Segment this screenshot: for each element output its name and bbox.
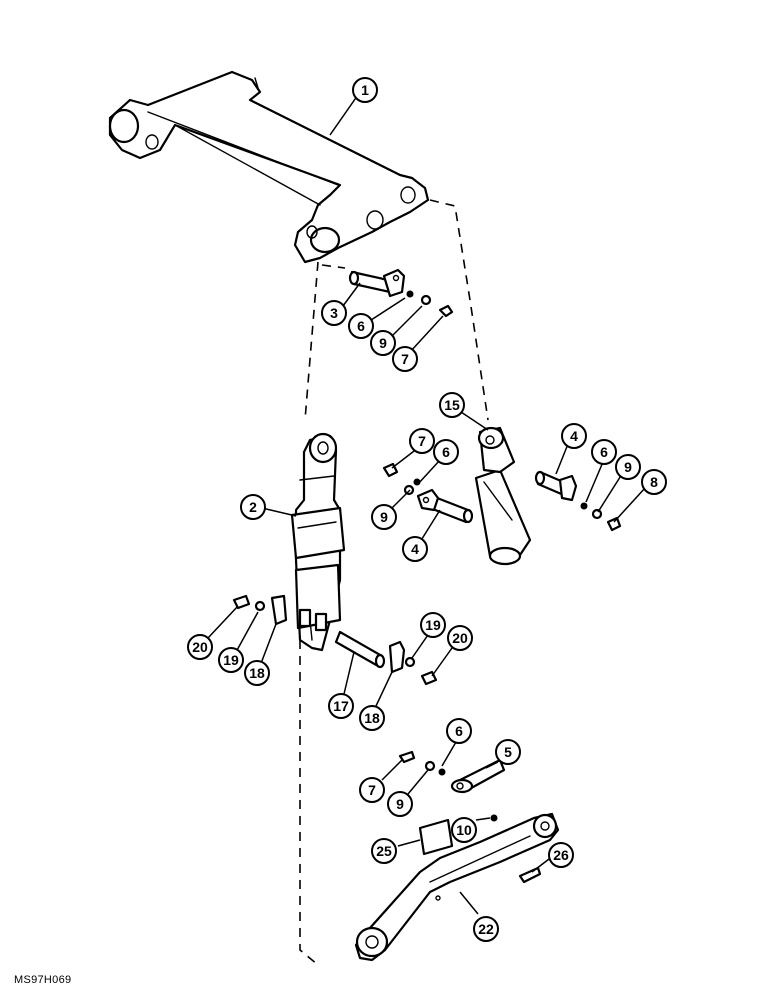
svg-text:6: 6 bbox=[455, 723, 463, 739]
svg-text:22: 22 bbox=[478, 921, 494, 937]
assembly-guide-lines bbox=[299, 199, 489, 966]
callout-10: 10 bbox=[451, 817, 477, 843]
svg-text:2: 2 bbox=[249, 499, 257, 515]
callout-4: 4 bbox=[561, 423, 587, 449]
svg-text:18: 18 bbox=[249, 665, 265, 681]
callout-4: 4 bbox=[402, 536, 428, 562]
callout-18: 18 bbox=[244, 660, 270, 686]
cylinder-pin-left bbox=[382, 462, 474, 524]
svg-text:6: 6 bbox=[442, 444, 450, 460]
svg-text:20: 20 bbox=[192, 639, 208, 655]
svg-text:9: 9 bbox=[396, 796, 404, 812]
svg-text:1: 1 bbox=[361, 82, 369, 98]
callout-7: 7 bbox=[409, 428, 435, 454]
callout-6: 6 bbox=[591, 439, 617, 465]
callout-17: 17 bbox=[328, 693, 354, 719]
callout-25: 25 bbox=[371, 838, 397, 864]
svg-text:6: 6 bbox=[357, 318, 365, 334]
lower-link-arm bbox=[354, 812, 560, 962]
svg-text:19: 19 bbox=[223, 652, 239, 668]
svg-text:25: 25 bbox=[376, 843, 392, 859]
svg-text:17: 17 bbox=[333, 698, 349, 714]
svg-text:9: 9 bbox=[624, 459, 632, 475]
callout-19: 19 bbox=[420, 612, 446, 638]
callout-6: 6 bbox=[433, 439, 459, 465]
callout-9: 9 bbox=[615, 454, 641, 480]
svg-text:4: 4 bbox=[411, 541, 419, 557]
svg-text:3: 3 bbox=[330, 305, 338, 321]
svg-text:7: 7 bbox=[401, 351, 409, 367]
svg-text:18: 18 bbox=[364, 710, 380, 726]
svg-text:7: 7 bbox=[368, 782, 376, 798]
svg-text:19: 19 bbox=[425, 617, 441, 633]
lift-shaft bbox=[108, 70, 430, 264]
svg-text:20: 20 bbox=[452, 630, 468, 646]
callout-8: 8 bbox=[641, 469, 667, 495]
callout-9: 9 bbox=[387, 791, 413, 817]
lower-link-hardware bbox=[398, 750, 542, 884]
hydraulic-cylinder bbox=[474, 426, 532, 566]
svg-text:6: 6 bbox=[600, 444, 608, 460]
figure-code: MS97H069 bbox=[14, 974, 72, 986]
callout-2: 2 bbox=[240, 494, 266, 520]
callout-6: 6 bbox=[446, 718, 472, 744]
callout-22: 22 bbox=[473, 916, 499, 942]
callout-7: 7 bbox=[359, 777, 385, 803]
lower-left-hardware bbox=[232, 594, 288, 626]
svg-text:15: 15 bbox=[444, 397, 460, 413]
svg-text:8: 8 bbox=[650, 474, 658, 490]
callout-20: 20 bbox=[187, 634, 213, 660]
callout-7: 7 bbox=[392, 346, 418, 372]
callout-26: 26 bbox=[548, 842, 574, 868]
lower-pin-hardware bbox=[334, 630, 438, 686]
callout-1: 1 bbox=[352, 77, 378, 103]
svg-text:9: 9 bbox=[380, 509, 388, 525]
svg-text:5: 5 bbox=[504, 744, 512, 760]
svg-text:26: 26 bbox=[553, 847, 569, 863]
cylinder-pin-right bbox=[534, 470, 622, 532]
callout-3: 3 bbox=[321, 300, 347, 326]
leader-lines bbox=[207, 91, 646, 915]
callout-6: 6 bbox=[348, 313, 374, 339]
callout-9: 9 bbox=[370, 330, 396, 356]
callout-15: 15 bbox=[439, 392, 465, 418]
svg-text:9: 9 bbox=[379, 335, 387, 351]
lift-link-assembly bbox=[290, 432, 346, 652]
callout-20: 20 bbox=[447, 625, 473, 651]
callout-18: 18 bbox=[359, 705, 385, 731]
svg-text:4: 4 bbox=[570, 428, 578, 444]
clevis-pin-3 bbox=[348, 268, 454, 318]
callout-9: 9 bbox=[371, 504, 397, 530]
svg-text:10: 10 bbox=[456, 822, 472, 838]
svg-text:7: 7 bbox=[418, 433, 426, 449]
callout-19: 19 bbox=[218, 647, 244, 673]
callout-5: 5 bbox=[495, 739, 521, 765]
